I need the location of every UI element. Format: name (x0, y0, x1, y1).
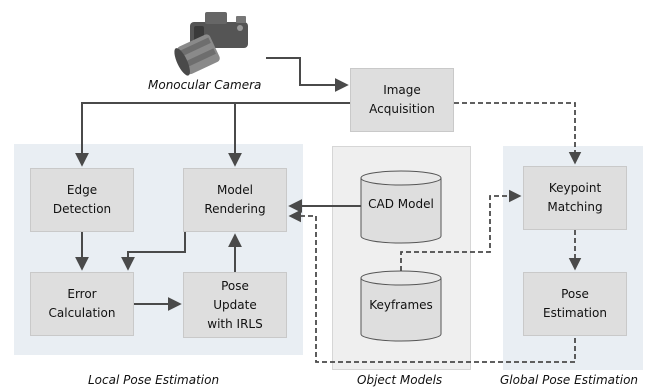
model-rendering-box: Model Rendering (183, 168, 287, 232)
object-models-caption: Object Models (357, 373, 443, 387)
pose-estimation-box: Pose Estimation (523, 272, 627, 336)
cad-model-label: CAD Model (368, 197, 434, 211)
arrow-camera-to-acquisition (266, 57, 349, 92)
keyframes-label: Keyframes (369, 298, 433, 312)
object-models-panel (332, 146, 471, 370)
global-pose-estimation-caption: Global Pose Estimation (500, 373, 639, 387)
edge-detection-box: Edge Detection (30, 168, 134, 232)
local-pose-estimation-caption: Local Pose Estimation (88, 373, 220, 387)
error-calculation-box: Error Calculation (30, 272, 134, 336)
pose-update-box: Pose Update with IRLS (183, 272, 287, 338)
image-acquisition-box: Image Acquisition (350, 68, 454, 132)
camera-label: Monocular Camera (148, 78, 262, 92)
camera-icon (174, 12, 248, 76)
keypoint-matching-box: Keypoint Matching (523, 166, 627, 230)
